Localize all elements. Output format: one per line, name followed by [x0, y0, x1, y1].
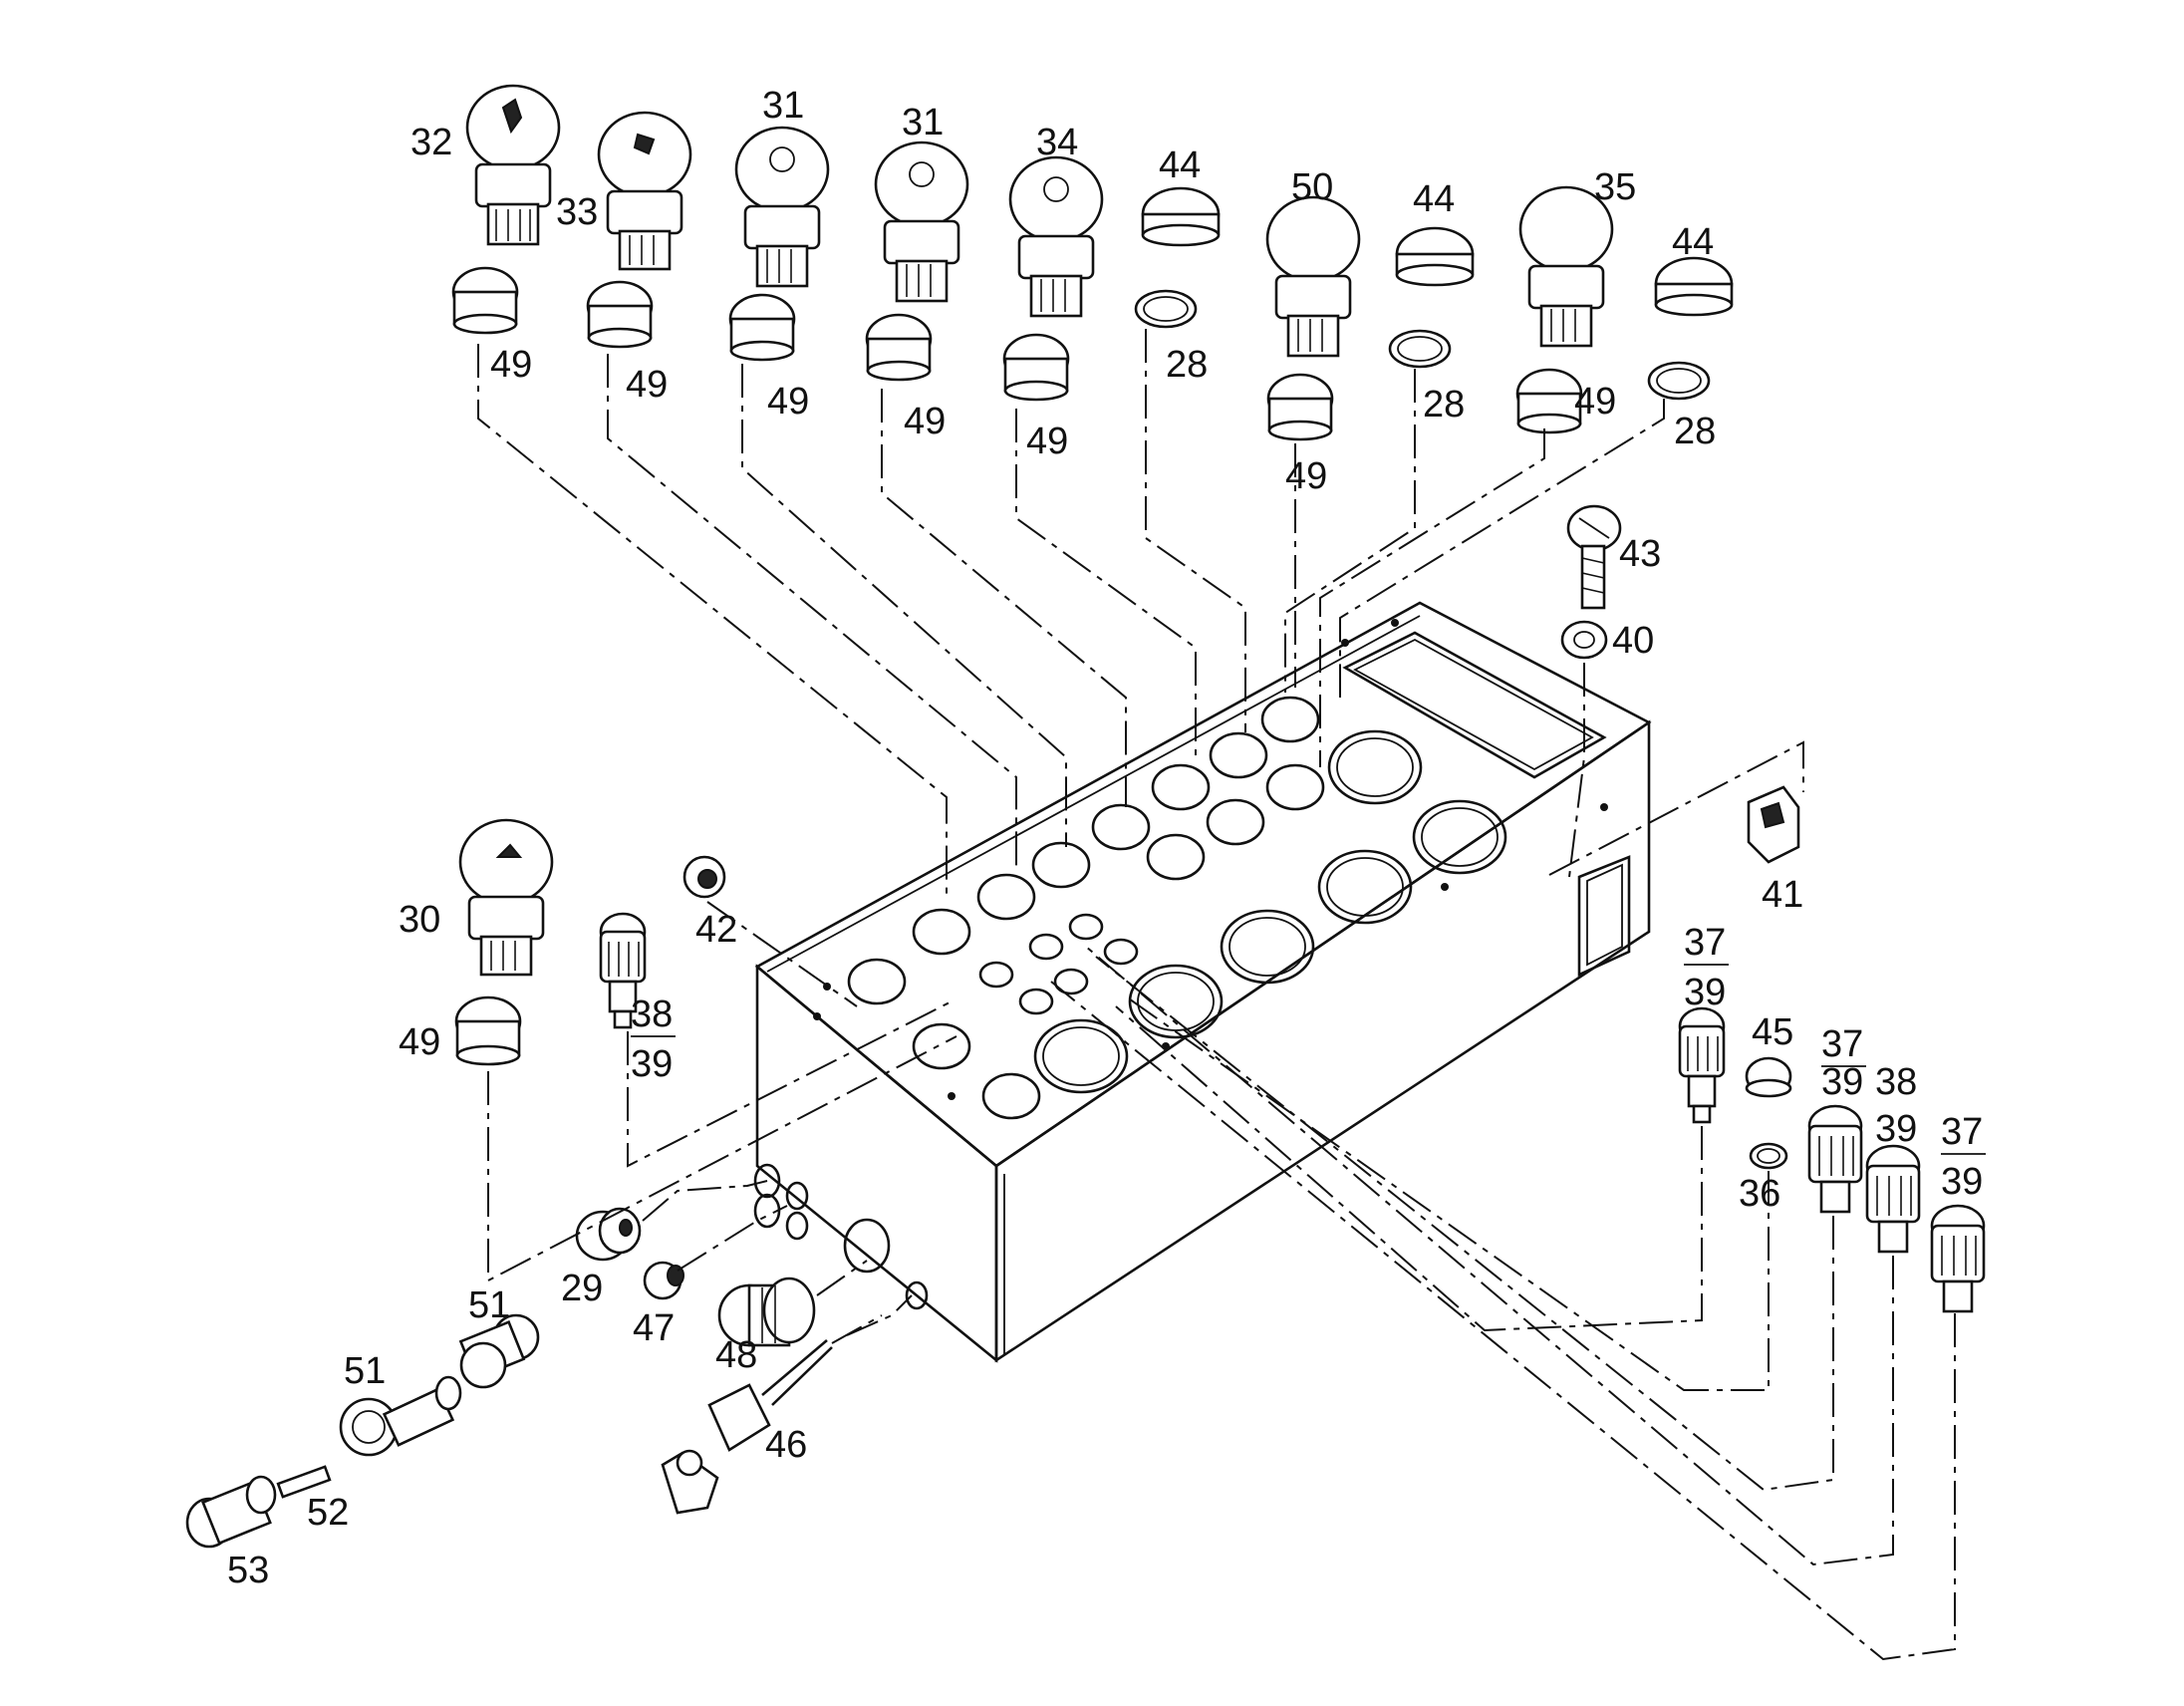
label-42: 42: [695, 909, 737, 951]
grommet-42: [682, 855, 726, 899]
label-39-a: 39: [631, 1043, 673, 1085]
label-28-a: 28: [1166, 344, 1208, 386]
ring-49-f: [1266, 373, 1334, 441]
label-29: 29: [561, 1268, 603, 1309]
label-44-a: 44: [1159, 144, 1201, 186]
clip-41: [1747, 785, 1800, 864]
ring-28-b: [1388, 329, 1452, 369]
label-43: 43: [1619, 533, 1661, 575]
label-49-h: 49: [399, 1021, 440, 1063]
label-40: 40: [1612, 620, 1654, 662]
indicator-37-39-c: [1930, 1204, 1986, 1313]
label-39-d: 39: [1875, 1108, 1917, 1150]
label-32: 32: [410, 122, 452, 163]
label-38-a: 38: [631, 994, 673, 1035]
label-51-b: 51: [344, 1350, 386, 1392]
label-48: 48: [715, 1334, 757, 1376]
knob-29: [575, 1207, 642, 1262]
ring-28-c: [1647, 361, 1711, 401]
cap-45: [1745, 1056, 1792, 1098]
screw-43: [1566, 504, 1622, 610]
ring-49-c: [728, 293, 796, 362]
button-33: [597, 111, 692, 271]
label-50: 50: [1291, 166, 1333, 208]
label-39-b: 39: [1684, 972, 1726, 1013]
label-49-c: 49: [767, 381, 809, 423]
bushing-48: [717, 1277, 816, 1347]
label-34: 34: [1036, 122, 1078, 163]
label-31-a: 31: [762, 85, 804, 127]
ring-49-d: [865, 313, 933, 382]
label-49-a: 49: [490, 344, 532, 386]
label-45: 45: [1752, 1011, 1793, 1053]
enclosure-box: [753, 601, 1652, 1363]
label-31-b: 31: [902, 102, 944, 143]
label-49-d: 49: [904, 401, 946, 442]
button-34: [1008, 155, 1104, 318]
label-30: 30: [399, 899, 440, 941]
label-49-e: 49: [1026, 421, 1068, 462]
ring-49-a: [451, 266, 519, 335]
ring-49-h: [454, 995, 522, 1066]
cap-44-a: [1141, 186, 1221, 247]
cap-53: [185, 1475, 277, 1549]
label-51-a: 51: [468, 1284, 510, 1326]
label-41: 41: [1762, 874, 1803, 916]
label-38-b: 38: [1875, 1061, 1917, 1103]
label-46: 46: [765, 1424, 807, 1466]
button-31-b: [874, 141, 969, 303]
assembly-leader-lines: [477, 329, 1956, 1661]
label-44-c: 44: [1672, 221, 1714, 263]
button-50: [1265, 195, 1361, 358]
label-39-c: 39: [1821, 1061, 1863, 1103]
ring-28-a: [1134, 289, 1198, 329]
indicator-38-39-left: [599, 912, 647, 1029]
ring-49-b: [586, 280, 654, 349]
fuse-52: [276, 1465, 332, 1499]
washer-40: [1560, 620, 1608, 660]
ring-49-g: [1515, 368, 1583, 434]
label-28-c: 28: [1674, 411, 1716, 452]
ring-36: [1749, 1142, 1788, 1170]
label-33: 33: [556, 191, 598, 233]
label-39-e: 39: [1941, 1161, 1983, 1203]
label-49-f: 49: [1285, 455, 1327, 497]
ring-49-e: [1002, 333, 1070, 402]
cap-44-b: [1395, 226, 1475, 287]
button-30: [458, 818, 554, 977]
cap-44-c: [1654, 256, 1734, 317]
button-32: [465, 84, 561, 246]
label-37-c: 37: [1941, 1111, 1983, 1153]
sleeve-51-a: [458, 1313, 540, 1389]
indicator-38-39-right: [1865, 1144, 1921, 1254]
label-52: 52: [307, 1492, 349, 1534]
label-37-b: 37: [1821, 1023, 1863, 1065]
indicator-37-39-a: [1678, 1006, 1726, 1124]
knob-47: [643, 1261, 684, 1300]
label-28-b: 28: [1423, 384, 1465, 426]
button-35: [1518, 185, 1614, 348]
label-36: 36: [1739, 1173, 1780, 1215]
label-35: 35: [1594, 166, 1636, 208]
label-37-a: 37: [1684, 922, 1726, 964]
label-47: 47: [633, 1307, 675, 1349]
fuse-holder-51-b: [339, 1375, 462, 1457]
label-53: 53: [227, 1550, 269, 1591]
label-44-b: 44: [1413, 178, 1455, 220]
box-right-face: [994, 719, 1651, 1363]
toggle-switch-46: [661, 1339, 833, 1515]
label-49-b: 49: [626, 364, 668, 406]
indicator-37-39-b: [1807, 1104, 1863, 1214]
label-49-g: 49: [1574, 381, 1616, 423]
part-labels: 32 33 31 31 34 44 50 44 35 44 49 49 49 4…: [227, 85, 1986, 1591]
button-31-a: [734, 126, 830, 288]
